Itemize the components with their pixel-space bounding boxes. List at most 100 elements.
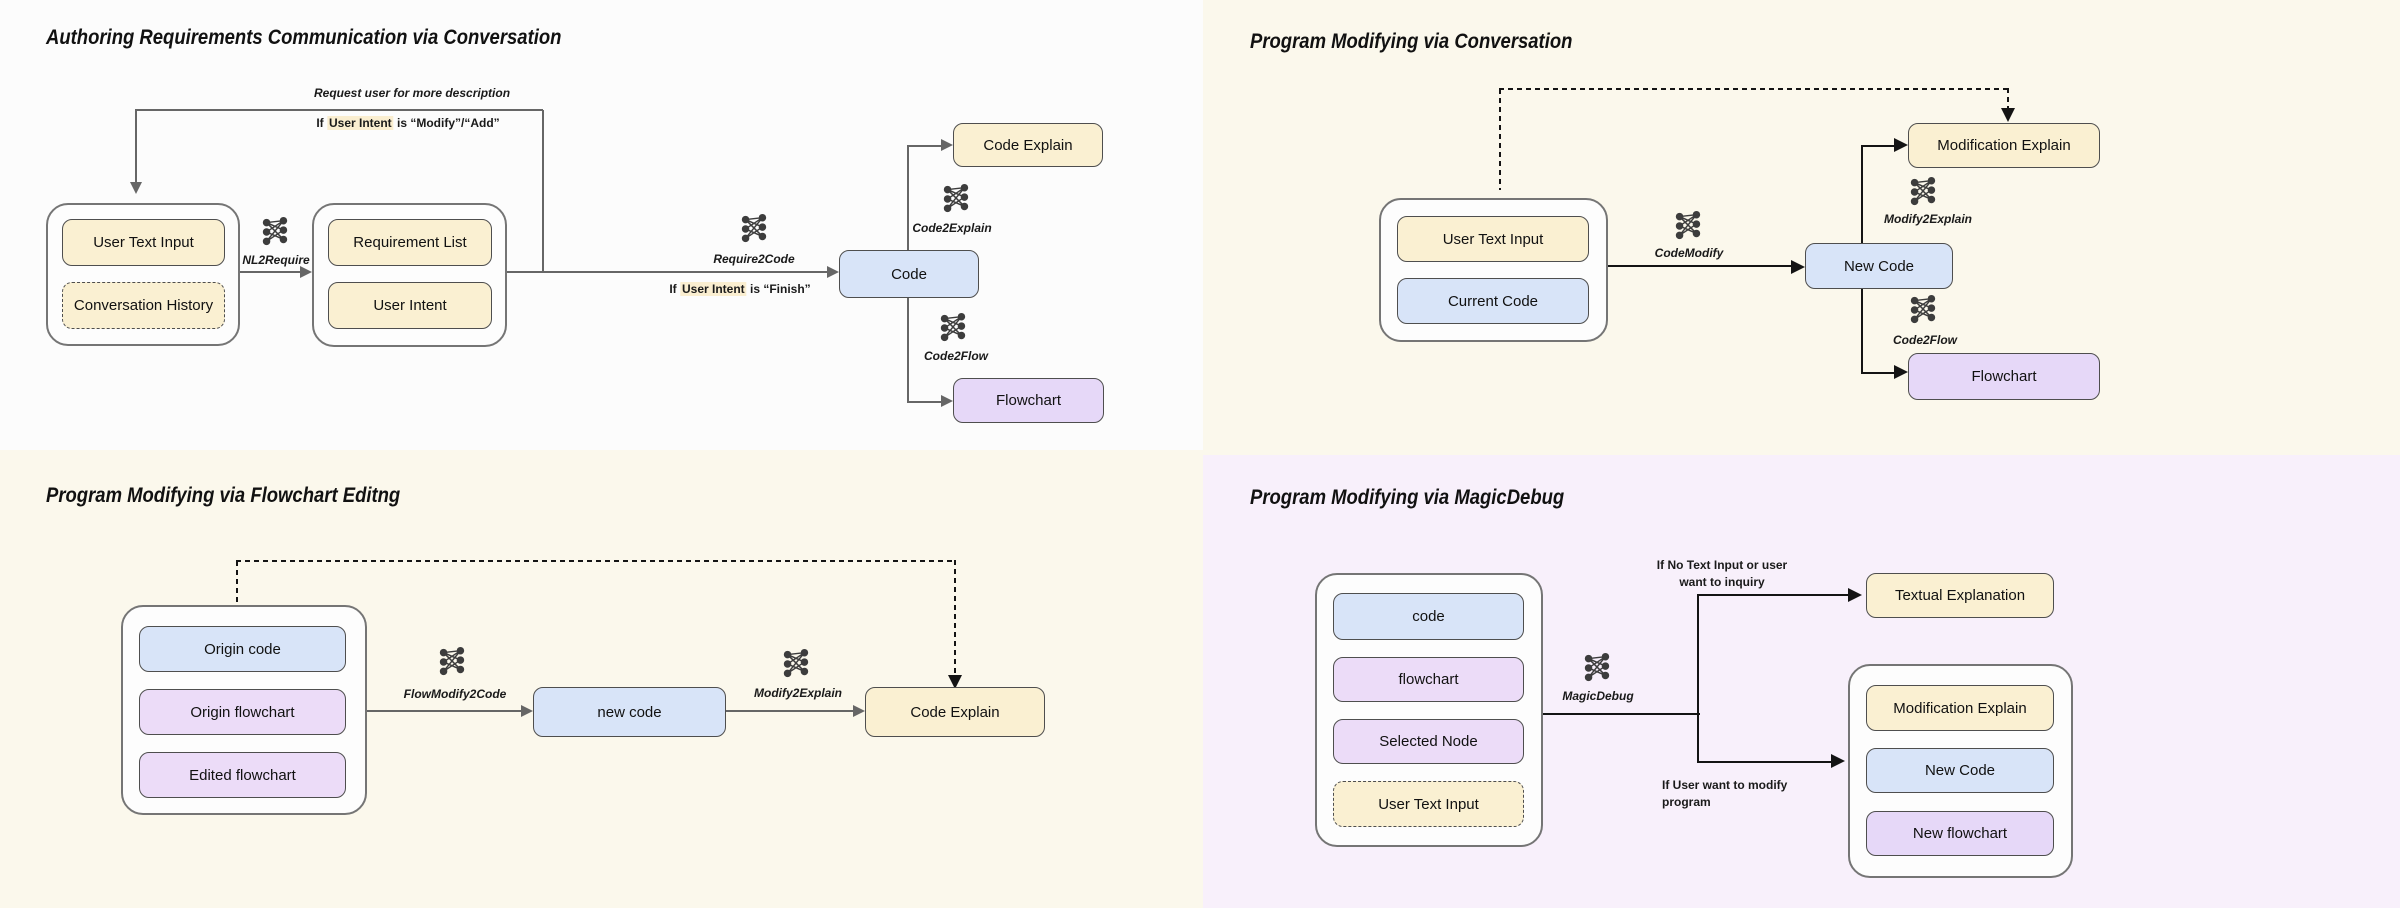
arrowhead [853, 705, 865, 717]
arrowhead [1894, 138, 1908, 152]
br-new-code-box: New Code [1866, 748, 2054, 793]
bl-new-code-box: new code [533, 687, 726, 737]
condition-modify-line2: program [1662, 795, 1711, 809]
br-modification-explain-box: Modification Explain [1866, 685, 2054, 731]
br-new-flowchart-box: New flowchart [1866, 811, 2054, 856]
bl-dashed-line-down [954, 560, 957, 675]
feedback-line-top [135, 109, 543, 111]
tr-dashed-line-up [1499, 89, 1502, 190]
feedback-label: Request user for more description [313, 86, 511, 100]
tl-requirement-list-box: Requirement List [328, 219, 492, 266]
arrowhead [130, 182, 142, 194]
tl-conversation-history-box: Conversation History [62, 282, 225, 329]
branch-down-line-h [907, 401, 941, 403]
modify2explain-label: Modify2Explain [753, 686, 843, 700]
arrowhead [300, 266, 312, 278]
br-user-text-input-box: User Text Input [1333, 781, 1524, 827]
arrowhead [1894, 365, 1908, 379]
code2explain-label: Code2Explain [912, 221, 992, 235]
branch-up-line-h [907, 145, 941, 147]
modify2explain-model-icon [783, 648, 809, 678]
branch-up-line [907, 146, 909, 250]
cond-text: If [669, 282, 680, 296]
tl-user-text-input-box: User Text Input [62, 219, 225, 266]
arrow-input-to-newcode [1608, 265, 1791, 267]
condition-modify-add: If User Intent is “Modify”/“Add” [316, 116, 500, 130]
bl-dashed-line-up [236, 561, 239, 605]
br-selected-node-box: Selected Node [1333, 719, 1524, 764]
cond-highlight: User Intent [679, 282, 747, 296]
magicdebug-model-icon [1584, 652, 1610, 682]
require2code-label: Require2Code [713, 252, 795, 266]
br-junction-line [1697, 595, 1699, 763]
tl-code-box: Code [839, 250, 979, 298]
arrow-group-to-newcode [367, 710, 521, 712]
tr-user-text-input-box: User Text Input [1397, 216, 1589, 262]
bl-edited-flowchart-box: Edited flowchart [139, 752, 346, 798]
tl-user-intent-box: User Intent [328, 282, 492, 329]
arrowhead [2001, 108, 2015, 122]
title-program-modifying-conversation: Program Modifying via Conversation [1250, 30, 1573, 53]
arrowhead [827, 266, 839, 278]
title-authoring-requirements: Authoring Requirements Communication via… [46, 26, 562, 49]
tr-dashed-line-down [2007, 88, 2010, 110]
cond-text: is “Modify”/“Add” [393, 116, 500, 130]
tr-modification-explain-box: Modification Explain [1908, 123, 2100, 168]
arrow-newcode-to-explain [726, 710, 853, 712]
br-flowchart-box: flowchart [1333, 657, 1524, 702]
title-program-modifying-flowchart-editing: Program Modifying via Flowchart Editng [46, 484, 401, 507]
arrowhead [1791, 260, 1805, 274]
cond-text: is “Finish” [746, 282, 811, 296]
modify2explain-model-icon [1910, 176, 1936, 206]
tr-dashed-line-top [1499, 88, 2009, 91]
condition-modify-line1: If User want to modify [1662, 778, 1788, 792]
br-branch-up-line [1697, 594, 1848, 596]
nl2require-model-icon [262, 216, 288, 246]
arrow-requirements-to-code [507, 271, 827, 273]
code2flow-model-icon [1910, 294, 1936, 324]
condition-finish: If User Intent is “Finish” [669, 282, 811, 296]
cond-text: If [316, 116, 327, 130]
tr-flowchart-box: Flowchart [1908, 353, 2100, 400]
tr-current-code-box: Current Code [1397, 278, 1589, 324]
codemodify-model-icon [1675, 210, 1701, 240]
flowmodify2code-model-icon [439, 646, 465, 676]
require2code-model-icon [741, 213, 767, 243]
code2flow-label: Code2Flow [923, 349, 989, 363]
cond-highlight: User Intent [326, 116, 394, 130]
bl-dashed-line-top [236, 560, 956, 563]
tr-branch-down-line-h [1861, 372, 1894, 374]
tr-branch-up-line [1861, 146, 1863, 243]
arrowhead [1848, 588, 1862, 602]
code2flow-label: Code2Flow [1892, 333, 1958, 347]
arrow-group-to-junction [1543, 713, 1700, 715]
condition-inquiry-line2: want to inquiry [1679, 575, 1765, 589]
tl-code-explain-box: Code Explain [953, 123, 1103, 167]
arrowhead [948, 675, 962, 689]
tl-flowchart-box: Flowchart [953, 378, 1104, 423]
magicdebug-label: MagicDebug [1562, 689, 1634, 703]
code2flow-model-icon [940, 312, 966, 342]
arrowhead [941, 395, 953, 407]
arrowhead [1831, 754, 1845, 768]
tr-branch-down-line [1861, 289, 1863, 373]
tr-new-code-box: New Code [1805, 243, 1953, 289]
feedback-line-left [135, 109, 137, 182]
arrowhead [941, 139, 953, 151]
branch-down-line [907, 298, 909, 402]
title-program-modifying-magicdebug: Program Modifying via MagicDebug [1250, 486, 1565, 509]
br-code-box: code [1333, 593, 1524, 640]
modify2explain-label: Modify2Explain [1883, 212, 1973, 226]
tr-branch-up-line-h [1861, 145, 1894, 147]
bl-origin-code-box: Origin code [139, 626, 346, 672]
arrowhead [521, 705, 533, 717]
arrow-input-to-requirements [240, 271, 302, 273]
flowmodify2code-label: FlowModify2Code [403, 687, 507, 701]
nl2require-label: NL2Require [242, 253, 310, 267]
feedback-line-right [542, 110, 544, 272]
bl-code-explain-box: Code Explain [865, 687, 1045, 737]
condition-inquiry-line1: If No Text Input or user [1656, 558, 1788, 572]
codemodify-label: CodeModify [1654, 246, 1724, 260]
bl-origin-flowchart-box: Origin flowchart [139, 689, 346, 735]
